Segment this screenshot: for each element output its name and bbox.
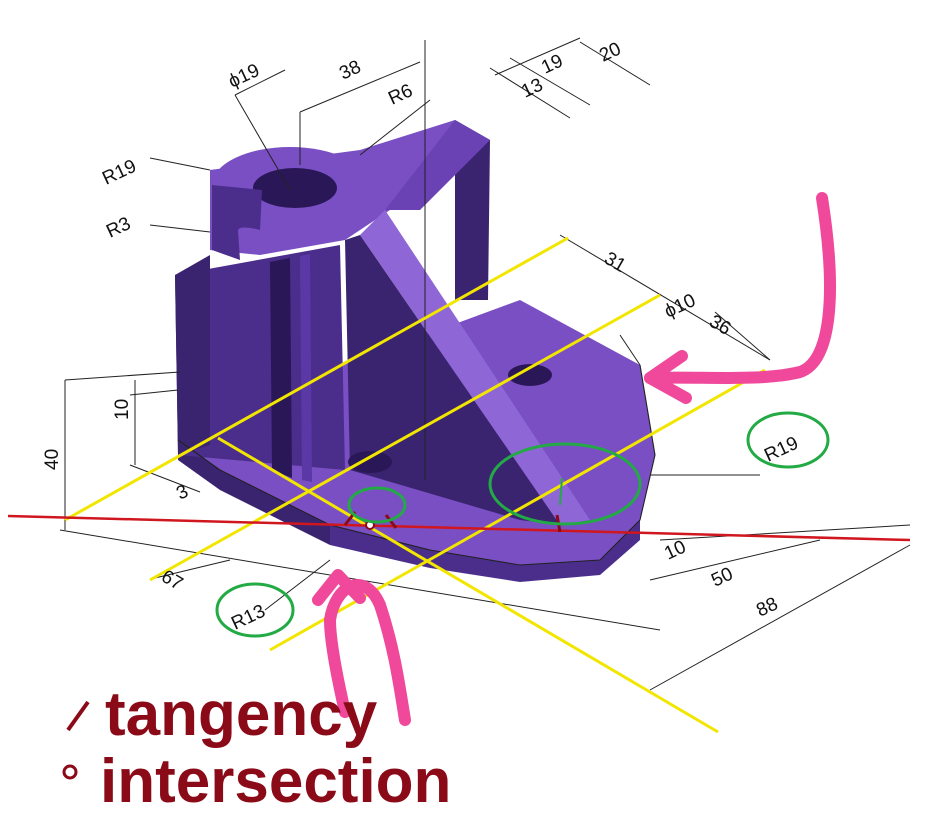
rib-top xyxy=(360,210,590,525)
dim-phi19: ϕ19 xyxy=(225,60,263,92)
dim-36: 36 xyxy=(706,311,735,340)
groove-strip-2 xyxy=(300,254,312,482)
rib-side xyxy=(345,235,560,525)
green-highlights xyxy=(215,411,830,638)
dim-R19-top: R19 xyxy=(99,156,139,190)
dim-R3: R3 xyxy=(103,213,134,242)
base-plate-front-right xyxy=(330,520,640,582)
dim-10-left: 10 xyxy=(112,399,133,420)
dim-31: 31 xyxy=(601,248,630,277)
green-tick xyxy=(559,477,563,506)
base-hole-2 xyxy=(508,364,552,386)
dim-50: 50 xyxy=(708,564,736,592)
groove-strip xyxy=(270,258,292,478)
tangency-legend-icon xyxy=(66,700,90,732)
dim-R19-right: R19 xyxy=(761,433,801,467)
dim-88: 88 xyxy=(753,594,781,622)
right-wall-top xyxy=(385,120,490,210)
dim-R13: R13 xyxy=(228,601,268,635)
isometric-part xyxy=(175,120,656,582)
legend: tangency intersection xyxy=(62,680,451,816)
dim-3: 3 xyxy=(173,481,191,505)
dim-R6: R6 xyxy=(385,80,416,109)
legend-intersection-label: intersection xyxy=(100,747,451,816)
dim-38: 38 xyxy=(336,57,364,85)
back-wall-left xyxy=(175,255,210,455)
pink-arrow-right xyxy=(644,192,836,384)
base-hole-1 xyxy=(348,451,392,473)
dim-67: 67 xyxy=(158,566,187,595)
boss-hole xyxy=(253,168,337,208)
pink-arrows xyxy=(312,192,836,726)
pink-arrow-right-head xyxy=(644,350,692,404)
base-plate-front xyxy=(178,440,330,545)
pink-arrow-bottom-head xyxy=(312,569,366,606)
legend-tangency-label: tangency xyxy=(105,680,378,749)
dim-10-bottom: 10 xyxy=(661,537,689,565)
dimension-lines xyxy=(59,37,911,691)
construction-lines xyxy=(64,236,766,734)
dim-phi10: ϕ10 xyxy=(661,290,699,322)
dim-40: 40 xyxy=(42,449,63,470)
dim-20: 20 xyxy=(596,39,624,67)
red-reference-line xyxy=(7,514,911,542)
dim-13: 13 xyxy=(518,75,546,103)
part-outline xyxy=(177,364,656,566)
boss-side xyxy=(212,185,262,260)
intersection-legend-icon xyxy=(62,764,78,780)
